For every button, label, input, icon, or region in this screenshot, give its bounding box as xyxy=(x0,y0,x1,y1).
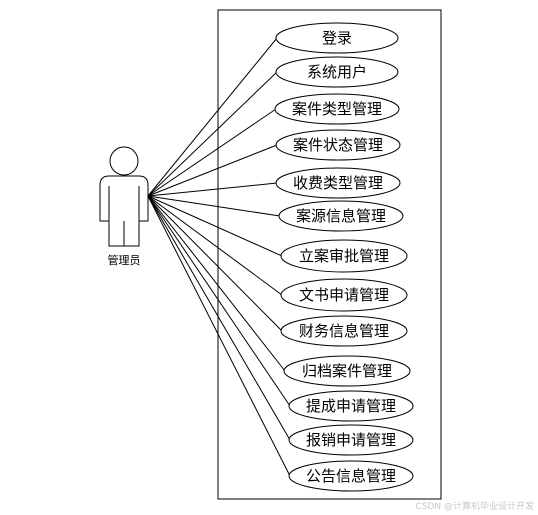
use-case-label: 立案审批管理 xyxy=(299,247,389,265)
use-case-ellipse xyxy=(288,390,414,422)
use-case-label: 公告信息管理 xyxy=(306,467,396,485)
use-case: 财务信息管理 xyxy=(280,315,408,347)
use-case-label: 文书申请管理 xyxy=(299,286,389,304)
use-case-label: 登录 xyxy=(322,29,352,47)
association-line xyxy=(147,195,291,477)
use-case-ellipse xyxy=(278,200,404,232)
use-case-label: 系统用户 xyxy=(307,63,367,81)
use-case-label: 归档案件管理 xyxy=(302,362,392,380)
system-boundary xyxy=(217,9,442,500)
use-case: 文书申请管理 xyxy=(280,278,408,312)
actor-body xyxy=(99,175,149,247)
use-case-ellipse xyxy=(283,355,411,387)
use-case: 立案审批管理 xyxy=(280,239,408,273)
use-case-ellipse xyxy=(275,22,399,54)
use-case-label: 报销申请管理 xyxy=(306,431,396,449)
association-line xyxy=(147,195,283,296)
use-case-label: 提成申请管理 xyxy=(306,397,396,415)
use-case-list: 登录系统用户案件类型管理案件状态管理收费类型管理案源信息管理立案审批管理文书申请… xyxy=(274,22,414,492)
use-case-label: 案件状态管理 xyxy=(293,136,383,154)
use-case-ellipse xyxy=(280,278,408,312)
association-line xyxy=(147,71,278,197)
actor-name: 管理员 xyxy=(108,253,141,267)
use-case-ellipse xyxy=(280,239,408,273)
use-case: 登录 xyxy=(275,22,399,54)
use-case: 案源信息管理 xyxy=(278,200,404,232)
use-case: 归档案件管理 xyxy=(283,355,411,387)
use-case: 收费类型管理 xyxy=(275,167,401,199)
association-lines xyxy=(147,37,291,477)
use-case-ellipse xyxy=(280,315,408,347)
association-line xyxy=(147,108,277,197)
use-case-ellipse xyxy=(288,460,414,492)
association-line xyxy=(147,182,278,197)
use-case-ellipse xyxy=(275,56,399,88)
use-case: 案件类型管理 xyxy=(274,93,400,125)
use-case: 报销申请管理 xyxy=(288,424,414,456)
use-case-label: 案源信息管理 xyxy=(296,207,386,225)
use-case-label: 收费类型管理 xyxy=(293,174,383,192)
association-line xyxy=(147,195,286,372)
association-line xyxy=(147,195,291,407)
actor-figure: 管理员 xyxy=(99,146,149,267)
use-case: 系统用户 xyxy=(275,56,399,88)
association-line xyxy=(147,195,283,332)
association-line xyxy=(147,37,278,197)
association-line xyxy=(147,195,291,441)
use-case: 提成申请管理 xyxy=(288,390,414,422)
use-case-label: 财务信息管理 xyxy=(299,322,389,340)
association-line xyxy=(147,195,281,217)
use-case-ellipse xyxy=(274,93,400,125)
use-case-ellipse xyxy=(275,129,401,161)
use-case-ellipse xyxy=(288,424,414,456)
watermark: CSDN @计算机毕业设计开发 xyxy=(415,500,534,512)
use-case: 公告信息管理 xyxy=(288,460,414,492)
use-case-label: 案件类型管理 xyxy=(292,100,382,118)
actor-head xyxy=(109,146,139,176)
association-line xyxy=(147,195,283,257)
association-line xyxy=(147,144,278,197)
use-case: 案件状态管理 xyxy=(275,129,401,161)
use-case-ellipse xyxy=(275,167,401,199)
